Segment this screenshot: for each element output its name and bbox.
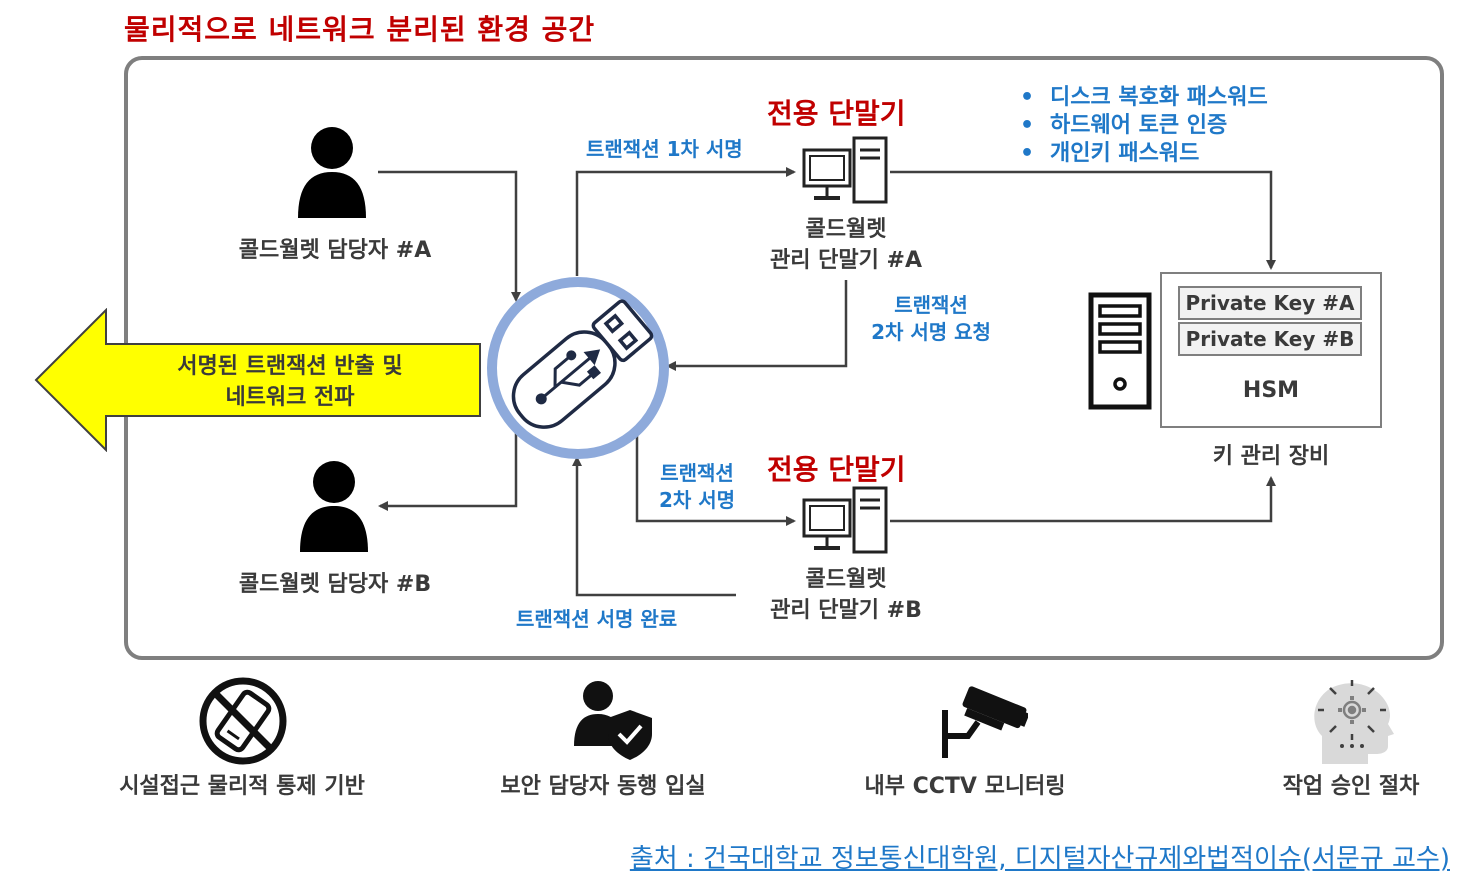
person-b-label: 콜드월렛 담당자 #B	[238, 572, 432, 597]
private-key-b: Private Key #B	[1178, 322, 1362, 356]
terminal-a-header: 전용 단말기	[767, 97, 906, 130]
requirement-item: 개인키 패스워드	[1020, 140, 1268, 168]
terminal-b-to-usb-line	[572, 456, 736, 597]
terminal-b-computer-icon	[802, 486, 888, 554]
export-arrow-line1: 서명된 트랜잭션 반출 및	[177, 354, 403, 379]
flow-sign2-line1: 트랜잭션	[660, 461, 734, 485]
source-citation-link[interactable]: 출처 : 건국대학교 정보통신대학원, 디지털자산규제와법적이슈(서문규 교수)	[629, 844, 1450, 874]
person-a-to-usb-line	[378, 170, 521, 302]
control-label-approval: 작업 승인 절차	[1282, 774, 1420, 799]
person-a-icon	[298, 127, 366, 218]
control-label-escort: 보안 담당자 동행 입실	[500, 774, 706, 799]
flow-req2-line1: 트랜잭션	[894, 293, 968, 317]
terminal-a-to-hsm-line	[890, 170, 1276, 270]
usb-to-terminal-b-line	[635, 426, 796, 526]
flow-req2-label: 트랜잭션 2차 서명 요청	[856, 292, 1006, 346]
terminal-b-to-hsm-line	[890, 476, 1276, 523]
export-arrow-line2: 네트워크 전파	[225, 385, 355, 410]
terminal-a-to-usb-line	[666, 280, 848, 371]
person-b-icon	[300, 461, 368, 552]
hsm-name: HSM	[1242, 378, 1300, 403]
terminal-b-header: 전용 단말기	[767, 453, 906, 486]
terminal-b-label-line2: 관리 단말기 #B	[770, 598, 922, 623]
flow-done-label: 트랜잭션 서명 완료	[516, 607, 678, 631]
control-label-physical-access: 시설접근 물리적 통제 기반	[119, 774, 365, 799]
terminal-a-label-line2: 관리 단말기 #A	[770, 248, 922, 273]
terminal-a-label: 콜드월렛 관리 단말기 #A	[746, 214, 946, 276]
no-phone-icon	[199, 677, 287, 765]
terminal-b-label-line1: 콜드월렛	[805, 567, 887, 592]
process-head-icon	[1314, 680, 1394, 764]
page-title: 물리적으로 네트워크 분리된 환경 공간	[124, 13, 596, 46]
hsm-box: Private Key #A Private Key #B HSM	[1160, 272, 1382, 428]
usb-to-terminal-a-line	[575, 167, 796, 276]
hsm-requirements-list: 디스크 복호화 패스워드 하드웨어 토큰 인증 개인키 패스워드	[1020, 84, 1268, 168]
usb-to-person-b-line	[378, 432, 518, 511]
control-label-cctv: 내부 CCTV 모니터링	[864, 774, 1066, 799]
export-arrow-label: 서명된 트랜잭션 반출 및 네트워크 전파	[110, 351, 470, 413]
terminal-b-label: 콜드월렛 관리 단말기 #B	[746, 564, 946, 626]
flow-req2-line2: 2차 서명 요청	[871, 320, 991, 344]
requirement-item: 하드웨어 토큰 인증	[1020, 112, 1268, 140]
hsm-caption: 키 관리 장비	[1212, 444, 1330, 469]
security-person-icon	[574, 681, 652, 760]
private-key-a: Private Key #A	[1178, 286, 1362, 320]
flow-sign1-label: 트랜잭션 1차 서명	[586, 137, 743, 161]
requirement-item: 디스크 복호화 패스워드	[1020, 84, 1268, 112]
server-tower-icon	[1088, 292, 1152, 410]
export-arrow	[34, 308, 481, 452]
terminal-a-computer-icon	[802, 136, 888, 204]
person-a-label: 콜드월렛 담당자 #A	[238, 238, 432, 263]
terminal-a-label-line1: 콜드월렛	[805, 217, 887, 242]
cctv-camera-icon	[942, 686, 1028, 758]
flow-sign2-label: 트랜잭션 2차 서명	[642, 460, 752, 514]
usb-drive-icon	[487, 277, 669, 459]
flow-sign2-line2: 2차 서명	[658, 488, 736, 512]
